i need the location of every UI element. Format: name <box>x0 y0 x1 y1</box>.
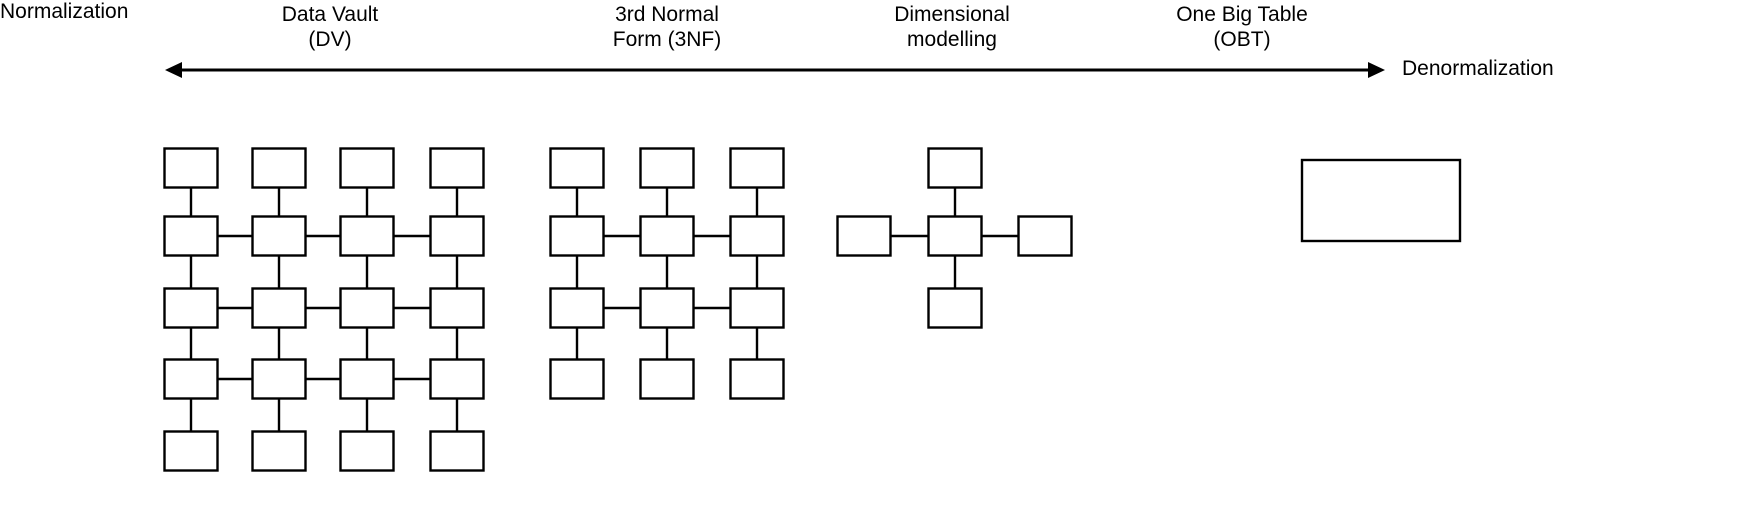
entity-box <box>429 215 485 257</box>
stage-caption-line2: (OBT) <box>1213 28 1271 51</box>
entity-box <box>729 358 785 400</box>
dimension-box-bottom <box>927 287 983 329</box>
entity-box <box>163 215 219 257</box>
axis-arrowhead-right-icon <box>1368 62 1385 78</box>
stage-caption-line1: 3rd Normal <box>615 3 719 26</box>
entity-box <box>163 430 219 472</box>
fact-box-center <box>927 215 983 257</box>
stage-caption-one-big-table: One Big Table (OBT) <box>1112 2 1372 52</box>
entity-box <box>251 287 307 329</box>
entity-box <box>251 215 307 257</box>
dimension-box-right <box>1017 215 1073 257</box>
dimension-box-top <box>927 147 983 189</box>
entity-box <box>339 147 395 189</box>
stage-caption-dimensional-modelling: Dimensional modelling <box>822 2 1082 52</box>
entity-box <box>163 287 219 329</box>
entity-box <box>639 215 695 257</box>
entity-box <box>251 358 307 400</box>
stage-caption-data-vault: Data Vault (DV) <box>200 2 460 52</box>
entity-box <box>729 215 785 257</box>
entity-box <box>251 147 307 189</box>
entity-box <box>549 147 605 189</box>
third-normal-form-model <box>549 147 785 400</box>
data-vault-model <box>163 147 485 472</box>
stage-caption-line2: (DV) <box>308 28 352 51</box>
one-big-table-box <box>1300 158 1462 243</box>
entity-box <box>639 287 695 329</box>
entity-box <box>339 358 395 400</box>
dimensional-model-star-schema <box>836 147 1073 329</box>
entity-box <box>163 147 219 189</box>
entity-box <box>729 147 785 189</box>
entity-box <box>549 358 605 400</box>
axis-arrowhead-left-icon <box>165 62 182 78</box>
entity-box <box>549 215 605 257</box>
entity-box <box>429 358 485 400</box>
stage-caption-third-normal-form: 3rd Normal Form (3NF) <box>537 2 797 52</box>
entity-box <box>729 287 785 329</box>
entity-box <box>429 147 485 189</box>
entity-box <box>163 358 219 400</box>
entity-box <box>339 215 395 257</box>
entity-box <box>639 147 695 189</box>
stage-caption-line1: Dimensional <box>894 3 1010 26</box>
entity-box <box>429 430 485 472</box>
entity-box <box>251 430 307 472</box>
axis-label-normalization: Normalization <box>0 0 129 23</box>
stage-caption-line2: Form (3NF) <box>612 28 722 51</box>
stage-caption-line2: modelling <box>907 28 997 51</box>
axis-label-denormalization: Denormalization <box>1402 57 1554 80</box>
entity-box <box>339 287 395 329</box>
stage-caption-line1: One Big Table <box>1176 3 1308 26</box>
entity-box <box>639 358 695 400</box>
dimension-box-left <box>836 215 892 257</box>
entity-box <box>339 430 395 472</box>
entity-box <box>549 287 605 329</box>
spectrum-axis <box>165 62 1385 78</box>
one-big-table-model <box>1300 158 1462 243</box>
entity-box <box>429 287 485 329</box>
stage-caption-line1: Data Vault <box>281 3 379 26</box>
